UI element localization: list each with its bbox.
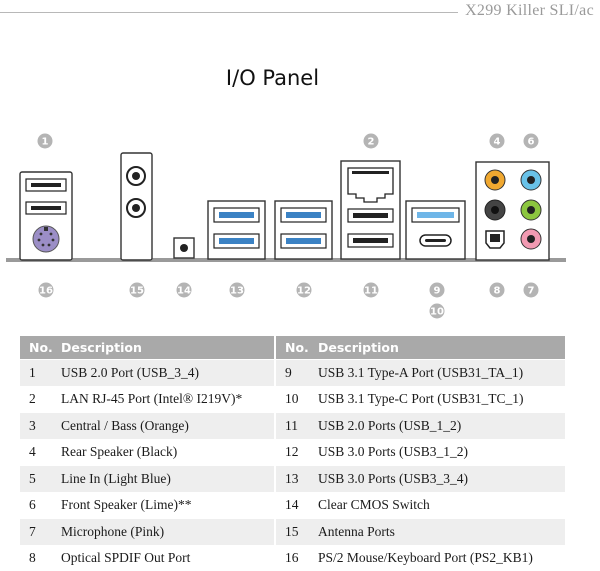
svg-text:14: 14	[177, 286, 191, 297]
row-description: USB 3.0 Ports (USB3_3_4)	[318, 465, 565, 492]
usb31-stack	[405, 200, 466, 260]
row-description: Clear CMOS Switch	[318, 491, 565, 519]
panel-baseline	[6, 258, 566, 262]
antenna-ports	[120, 152, 153, 261]
callout-13: 13	[229, 282, 245, 298]
row-no: 9	[276, 359, 318, 386]
row-description: PS/2 Mouse/Keyboard Port (PS2_KB1)	[318, 544, 565, 571]
row-description: Front Speaker (Lime)**	[61, 491, 274, 519]
row-description: Rear Speaker (Black)	[61, 438, 274, 466]
row-no: 14	[276, 491, 318, 519]
callout-9: 9	[429, 282, 445, 298]
row-description: USB 2.0 Ports (USB_1_2)	[318, 412, 565, 439]
row-no: 7	[20, 518, 61, 545]
row-description: Optical SPDIF Out Port	[61, 544, 274, 571]
port-group-ps2-usb	[19, 171, 73, 261]
svg-text:9: 9	[434, 286, 441, 297]
row-description: USB 3.1 Type-A Port (USB31_TA_1)	[318, 359, 565, 386]
row-no: 15	[276, 518, 318, 545]
row-no: 11	[276, 412, 318, 439]
table-header-row: No. Description	[276, 336, 565, 360]
clear-cmos-switch	[173, 237, 195, 259]
row-no: 12	[276, 438, 318, 466]
svg-text:15: 15	[130, 286, 144, 297]
ps2-port-icon	[32, 225, 60, 253]
row-description: Central / Bass (Orange)	[61, 412, 274, 439]
section-title: I/O Panel	[225, 66, 320, 90]
callout-12: 12	[296, 282, 312, 298]
svg-text:4: 4	[494, 137, 501, 148]
svg-text:2: 2	[368, 137, 375, 148]
header-description: Description	[61, 336, 274, 360]
svg-text:8: 8	[494, 286, 501, 297]
svg-text:7: 7	[528, 286, 535, 297]
svg-text:6: 6	[528, 137, 535, 148]
row-description: USB 3.1 Type-C Port (USB31_TC_1)	[318, 385, 565, 413]
row-no: 1	[20, 359, 61, 386]
header-no: No.	[20, 336, 61, 360]
callout-1: 1	[37, 133, 53, 149]
header-no: No.	[276, 336, 318, 360]
callout-2: 2	[363, 133, 379, 149]
header-description: Description	[318, 336, 565, 360]
svg-text:12: 12	[297, 286, 311, 297]
row-no: 2	[20, 385, 61, 413]
row-description: Microphone (Pink)	[61, 518, 274, 545]
row-no: 10	[276, 385, 318, 413]
row-description: LAN RJ-45 Port (Intel® I219V)*	[61, 385, 274, 413]
row-no: 4	[20, 438, 61, 466]
row-no: 6	[20, 491, 61, 519]
row-description: USB 2.0 Port (USB_3_4)	[61, 359, 274, 386]
usb3-ports-12	[274, 200, 333, 260]
row-description: USB 3.0 Ports (USB3_1_2)	[318, 438, 565, 466]
row-no: 5	[20, 465, 61, 492]
row-no: 8	[20, 544, 61, 571]
lan-port-icon	[347, 167, 394, 203]
row-no: 3	[20, 412, 61, 439]
row-description: Line In (Light Blue)	[61, 465, 274, 492]
svg-text:16: 16	[39, 286, 53, 297]
row-description: Antenna Ports	[318, 518, 565, 545]
callout-15: 15	[129, 282, 145, 298]
audio-stack	[475, 161, 550, 261]
callout-11: 11	[363, 282, 379, 298]
lan-usb2-stack	[340, 160, 401, 260]
row-no: 13	[276, 465, 318, 492]
callout-8: 8	[489, 282, 505, 298]
io-panel-diagram: 1 2 3 4 5 6 7 8 9 10 11 12 13 14 15 16	[6, 133, 566, 319]
callout-4: 4	[489, 133, 505, 149]
callout-10: 10	[429, 303, 445, 319]
svg-text:13: 13	[230, 286, 244, 297]
svg-text:10: 10	[430, 307, 444, 318]
callout-7: 7	[523, 282, 539, 298]
header-rule	[0, 12, 458, 13]
model-title: X299 Killer SLI/ac	[465, 2, 594, 19]
row-no: 16	[276, 544, 318, 571]
usb3-ports-13	[207, 200, 266, 260]
callout-16: 16	[38, 282, 54, 298]
svg-text:11: 11	[364, 286, 378, 297]
table-header-row: No. Description	[20, 336, 274, 360]
callout-14: 14	[176, 282, 192, 298]
callout-6: 6	[523, 133, 539, 149]
svg-text:1: 1	[42, 137, 49, 148]
